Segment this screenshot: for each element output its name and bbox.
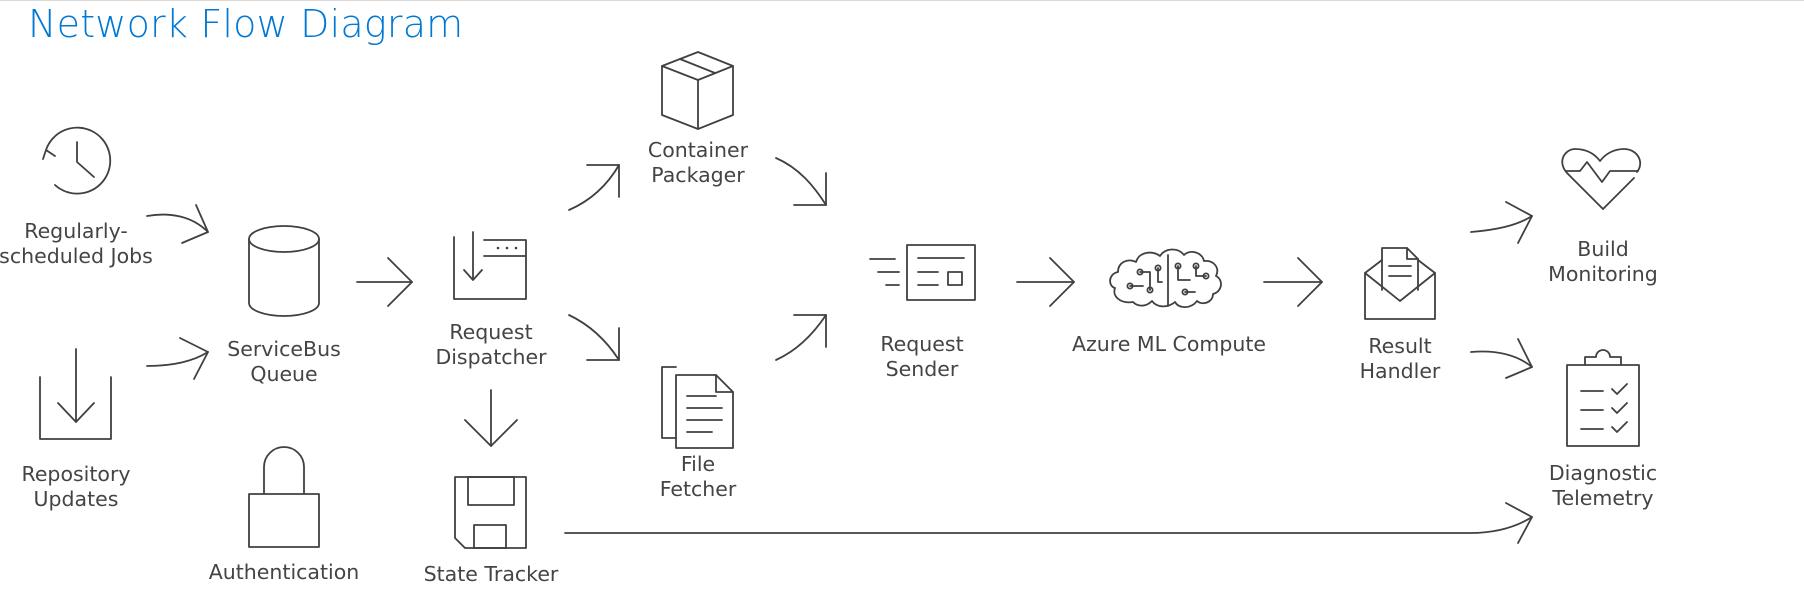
fast-form-icon (869, 244, 976, 301)
arrow-queue-to-dispatcher (356, 257, 413, 307)
arrow-packager-to-sender (775, 157, 827, 206)
servicebus-queue-label: ServiceBus Queue (227, 337, 341, 386)
container-packager-label: Container Packager (647, 138, 749, 187)
state-tracker-label: State Tracker (423, 562, 559, 586)
result-handler-label: Result Handler (1359, 334, 1441, 383)
arrow-jobs-to-queue (146, 204, 209, 244)
repository-updates-label: Repository Updates (21, 462, 131, 511)
arrow-dispatcher-to-packager (568, 164, 620, 211)
top-divider (0, 0, 1804, 1)
diagnostic-telemetry-label: Diagnostic Telemetry (1548, 461, 1658, 510)
arrow-fetcher-to-sender (775, 314, 827, 361)
clipboard-checklist-icon (1566, 349, 1640, 447)
request-sender-label: Request Sender (880, 332, 964, 381)
file-fetcher-label: File Fetcher (659, 452, 737, 501)
arrow-repo-to-queue (146, 337, 209, 380)
heart-pulse-icon (1561, 148, 1642, 210)
padlock-icon (248, 446, 320, 548)
build-monitoring-label: Build Monitoring (1548, 237, 1658, 286)
brain-cloud-icon (1109, 248, 1222, 309)
arrow-state-to-telemetry (564, 502, 1533, 544)
clock-icon (42, 126, 112, 195)
authentication-label: Authentication (208, 560, 360, 584)
envelope-letter-icon (1364, 247, 1436, 320)
window-download-icon (453, 231, 527, 300)
arrow-sender-to-azure (1016, 257, 1075, 307)
request-dispatcher-label: Request Dispatcher (435, 320, 547, 369)
arrow-handler-to-telemetry (1470, 338, 1533, 379)
regularly-scheduled-jobs-label: Regularly- scheduled Jobs (0, 219, 153, 268)
arrow-handler-to-build (1470, 201, 1533, 244)
page-title: Network Flow Diagram (28, 2, 464, 46)
database-cylinder-icon (248, 225, 320, 317)
box-icon (661, 51, 734, 130)
documents-icon (661, 366, 734, 449)
arrow-azure-to-handler (1263, 257, 1323, 307)
arrow-dispatcher-to-fetcher (568, 314, 620, 361)
arrow-dispatcher-to-state (464, 389, 518, 447)
azure-ml-compute-label: Azure ML Compute (1072, 332, 1266, 356)
tray-download-icon (39, 348, 112, 440)
floppy-disk-icon (454, 476, 527, 549)
